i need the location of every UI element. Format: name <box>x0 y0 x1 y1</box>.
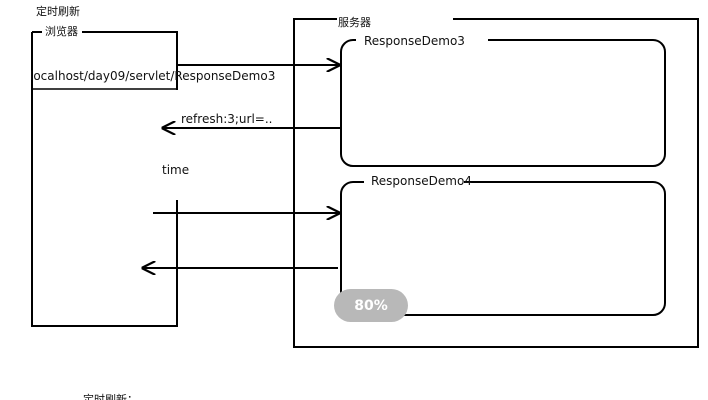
servlet-box-demo4 <box>340 181 666 316</box>
browser-url: localhost/day09/servlet/ResponseDemo3 <box>30 69 275 83</box>
server-label: 服务器 <box>338 16 371 29</box>
zoom-badge: 80% <box>334 289 408 322</box>
servlet-box-demo3 <box>340 39 666 167</box>
refresh-header-label: refresh:3;url=.. <box>181 112 272 126</box>
browser-label: 浏览器 <box>45 24 78 38</box>
servlet-label-demo3: ResponseDemo3 <box>364 34 465 48</box>
browser-frame <box>31 31 178 327</box>
footer-text: 定时刷新： <box>83 392 138 400</box>
zoom-label: 80% <box>354 298 388 314</box>
time-label: time <box>162 163 189 177</box>
page-title: 定时刷新 <box>36 4 80 18</box>
server-frame <box>293 18 699 348</box>
servlet-label-demo4: ResponseDemo4 <box>371 174 472 188</box>
